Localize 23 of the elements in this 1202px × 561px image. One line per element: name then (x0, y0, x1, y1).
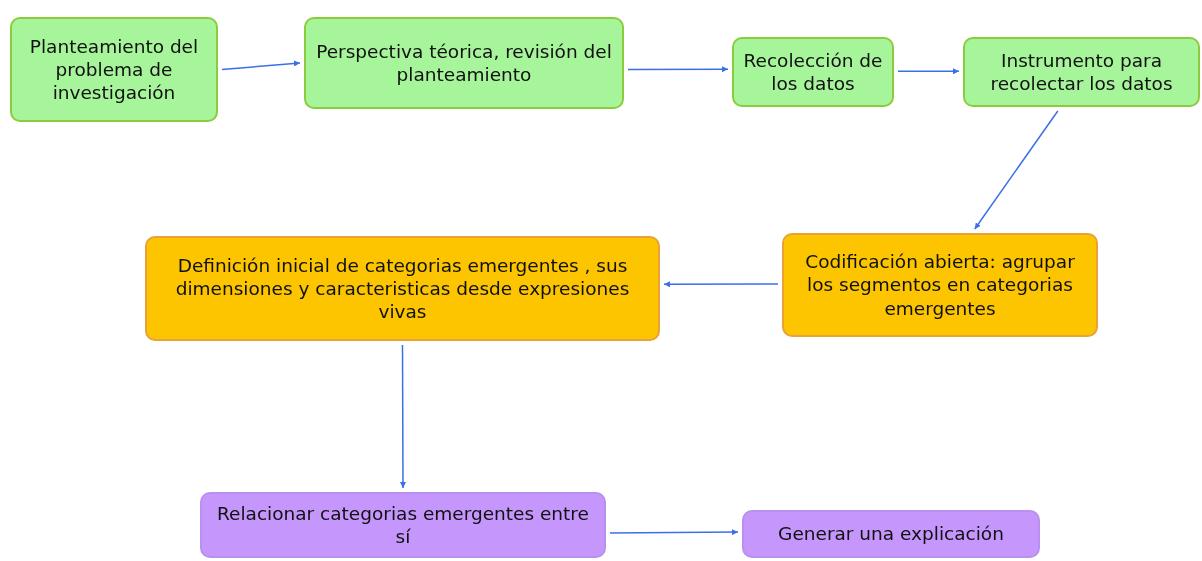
arrow (897, 68, 960, 75)
process-box (304, 17, 624, 109)
process-box (742, 510, 1040, 558)
process-box (145, 236, 660, 341)
arrow (221, 60, 301, 71)
box-text: Recolección de los datos (742, 48, 884, 96)
arrow (974, 110, 1059, 230)
box-text: Planteamiento del problema de investigación (28, 34, 200, 105)
box-text: Codificación abierta: agrupar los segmentos en categorias emergentes (804, 250, 1076, 320)
process-box (963, 37, 1200, 107)
arrow (400, 344, 406, 489)
process-box (200, 492, 606, 558)
box-text: Relacionar categorias emergentes entre sí (216, 501, 590, 549)
arrow (663, 281, 779, 288)
arrow (609, 529, 739, 536)
process-box (732, 37, 894, 107)
box-text: Definición inicial de categorias emergentes , sus dimensiones y caracteristicas desde expresiones vivas (174, 253, 631, 324)
box-text: Generar una explicación (778, 522, 1004, 546)
box-text: Perspectiva téorica, revisión del planteamiento (315, 39, 613, 87)
arrow (627, 66, 729, 73)
process-box (782, 233, 1098, 337)
process-box (10, 17, 218, 122)
box-text: Instrumento para recolectar los datos (989, 48, 1174, 96)
